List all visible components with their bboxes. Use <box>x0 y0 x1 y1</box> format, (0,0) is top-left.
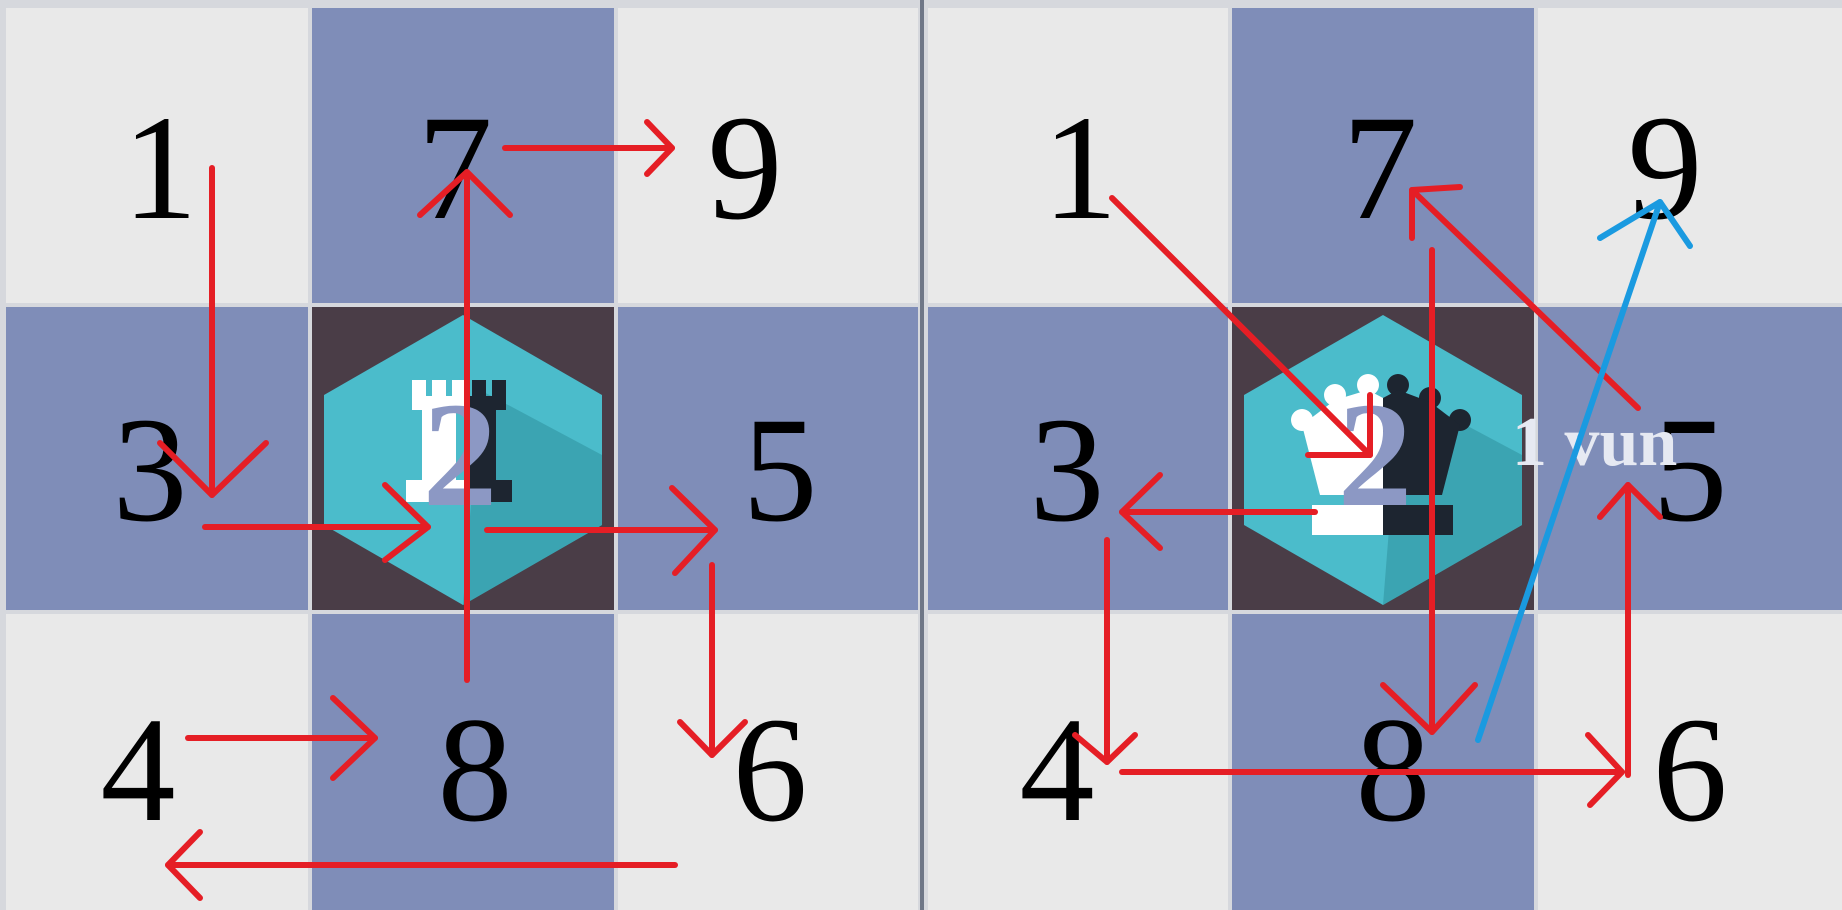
king-icon <box>1244 315 1522 605</box>
right-label-4: 4 <box>1020 687 1095 853</box>
left-cell-3 <box>6 307 308 610</box>
right-label-6: 6 <box>1653 687 1728 853</box>
left-label-3: 3 <box>113 387 188 553</box>
left-label-2: 2 <box>423 372 498 538</box>
right-arrow-1-to-2 <box>1109 195 1373 458</box>
left-cell-4 <box>6 614 308 910</box>
right-cell-7 <box>1232 8 1534 303</box>
right-cell-4 <box>928 614 1228 910</box>
left-label-8: 8 <box>438 687 513 853</box>
left-arrow-6-to-4 <box>165 829 678 901</box>
left-arrow-5-to-6 <box>677 562 748 758</box>
right-cell-6 <box>1538 614 1842 910</box>
left-label-9: 9 <box>708 85 783 251</box>
right-arrow-3-to-4 <box>1072 537 1138 765</box>
left-cell-8 <box>312 614 614 910</box>
left-label-6: 6 <box>733 687 808 853</box>
right-cell-8 <box>1232 614 1534 910</box>
right-label-5: 5 <box>1653 387 1728 553</box>
right-label-9: 9 <box>1628 85 1703 251</box>
right-label-1: 1 <box>1043 85 1118 251</box>
left-board: 1 7 9 3 2 5 4 8 6 <box>0 0 920 910</box>
left-cell-6 <box>618 614 918 910</box>
left-cell-7 <box>312 8 614 303</box>
right-label-3: 3 <box>1030 387 1105 553</box>
left-arrow-1-to-3 <box>157 165 269 498</box>
right-label-7: 7 <box>1343 85 1418 251</box>
right-cell-1 <box>928 8 1228 303</box>
left-cell-1 <box>6 8 308 303</box>
right-arrow-8-to-9 <box>1475 199 1693 743</box>
right-arrow-2-to-3 <box>1119 472 1318 551</box>
left-label-7: 7 <box>418 85 493 251</box>
left-arrow-7-to-9 <box>502 119 675 177</box>
left-label-1: 1 <box>123 85 198 251</box>
left-label-5: 5 <box>743 387 818 553</box>
right-cell-3 <box>928 307 1228 610</box>
left-label-4: 4 <box>101 687 176 853</box>
board-divider <box>920 0 924 910</box>
right-arrow-7-to-8 <box>1380 247 1478 735</box>
right-board: 1 7 9 3 2 5 4 8 6 1 vun <box>924 0 1842 910</box>
right-arrow-6-to-5 <box>1597 482 1663 778</box>
left-arrow-8-to-7 <box>417 169 513 683</box>
left-arrow-2-to-5 <box>484 485 718 576</box>
right-cell-9 <box>1538 8 1842 303</box>
right-arrow-4-to-6 <box>1119 732 1625 808</box>
left-arrow-4-to-8 <box>185 695 378 781</box>
left-arrow-3-to-2 <box>202 482 431 563</box>
left-cell-5 <box>618 307 918 610</box>
right-annotation: 1 vun <box>1512 404 1677 481</box>
